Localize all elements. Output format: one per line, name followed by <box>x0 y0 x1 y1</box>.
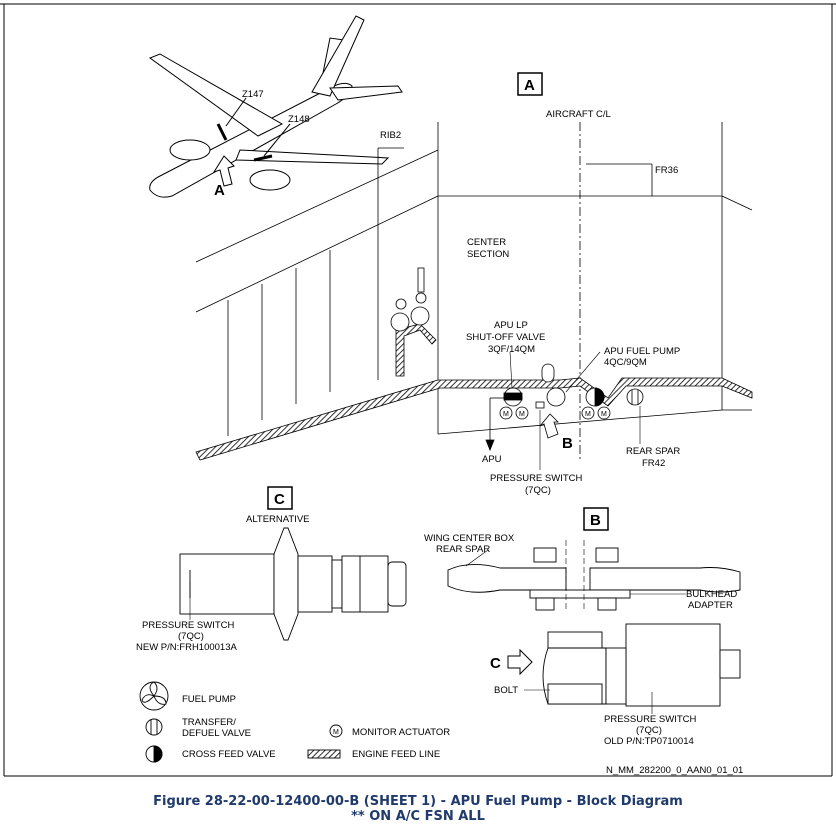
riser-pumps <box>390 267 430 332</box>
legend-monitor-m: M <box>333 729 339 736</box>
detail-b-leaders <box>465 540 686 714</box>
apu-fuel-pump-symbol <box>546 387 566 407</box>
bolt-label: BOLT <box>494 685 518 696</box>
legend-transfer-line1: TRANSFER/ <box>182 717 236 728</box>
alternative-label: ALTERNATIVE <box>246 514 310 525</box>
aircraft-overview <box>148 15 403 198</box>
legend-engine-feed-label: ENGINE FEED LINE <box>352 749 440 760</box>
figure-applicability: ** ON A/C FSN ALL <box>351 809 485 824</box>
b-callout-line2: (7QC) <box>636 725 662 736</box>
legend-transfer-symbol <box>145 718 163 736</box>
pressure-switch-symbol <box>535 401 545 409</box>
arrow-to-a <box>212 155 235 187</box>
bulkhead-line1: BULKHEAD <box>686 589 737 600</box>
apu-label: APU <box>482 454 502 465</box>
transfer-valve-symbol <box>626 388 644 406</box>
detail-a-box <box>517 72 543 96</box>
wing-center-line2: REAR SPAR <box>436 544 490 555</box>
left-wing <box>148 53 284 137</box>
b-callout-line1: PRESSURE SWITCH <box>604 714 697 725</box>
b-callout-line3: OLD P/N:TP0710014 <box>604 736 694 747</box>
engine-right <box>249 169 291 191</box>
fuselage <box>149 82 353 198</box>
engine-left <box>169 139 211 161</box>
monitor-m-1: M <box>503 411 509 418</box>
wing-center-line1: WING CENTER BOX <box>424 533 515 544</box>
apu-fuel-pump-line2: 4QC/9QM <box>604 357 647 368</box>
legend-monitor-symbol <box>329 724 343 738</box>
z148-leader <box>263 123 291 157</box>
detail-a-valves <box>485 363 644 452</box>
view-b-arrow <box>539 413 559 439</box>
monitor-actuators <box>499 406 611 420</box>
pressure-switch-a-line2: (7QC) <box>525 485 551 496</box>
apu-lp-line1: APU LP <box>494 320 528 331</box>
horizontal-stab <box>329 85 403 101</box>
legend-feed-line-symbol <box>307 749 341 759</box>
detail-a-box-label: A <box>524 77 535 94</box>
apu-lp-line3: 3QF/14QM <box>488 344 535 355</box>
c-callout-line3: NEW P/N:FRH100013A <box>136 642 238 653</box>
bulkhead-line2: ADAPTER <box>688 600 733 611</box>
feed-riser <box>395 323 437 377</box>
rear-spar-line2: FR42 <box>642 458 665 469</box>
legend-fuel-pump-label: FUEL PUMP <box>182 694 236 705</box>
c-callout-line2: (7QC) <box>178 631 204 642</box>
rear-spar-line1: REAR SPAR <box>626 446 680 457</box>
drawing-id: N_MM_282200_0_AAN0_01_01 <box>606 765 743 776</box>
z148-label: Z148 <box>288 114 310 125</box>
center-section-line1: CENTER <box>467 237 506 248</box>
pressure-switch-a-line1: PRESSURE SWITCH <box>490 473 583 484</box>
figure-caption: Figure 28-22-00-12400-00-B (SHEET 1) - A… <box>153 794 683 809</box>
legend <box>139 681 343 763</box>
new-pressure-switch <box>179 527 407 641</box>
monitor-m-2: M <box>519 411 525 418</box>
apu-lp-line2: SHUT-OFF VALVE <box>466 332 545 343</box>
c-callout-line1: PRESSURE SWITCH <box>142 620 235 631</box>
apu-fuel-pump-line1: APU FUEL PUMP <box>604 346 680 357</box>
monitor-m-3: M <box>585 411 591 418</box>
rib2-label: RIB2 <box>380 130 401 141</box>
view-c-arrow <box>507 648 533 676</box>
monitor-m-4: M <box>601 411 607 418</box>
vertical-fin <box>311 15 365 97</box>
view-a-arrow-label: A <box>214 182 225 199</box>
detail-b-box <box>583 507 609 531</box>
detail-c-box-label: C <box>274 491 285 508</box>
fr36-label: FR36 <box>655 165 678 176</box>
aircraft-cl-label: AIRCRAFT C/L <box>546 109 611 120</box>
right-wing <box>235 149 390 165</box>
z147-label: Z147 <box>242 89 264 100</box>
detail-b-drawing <box>447 547 741 707</box>
legend-monitor-label: MONITOR ACTUATOR <box>352 727 450 738</box>
zone-z148-mark <box>253 154 273 162</box>
legend-cross-feed-label: CROSS FEED VALVE <box>182 749 276 760</box>
center-section-line2: SECTION <box>467 249 509 260</box>
z147-leader <box>225 97 247 127</box>
detail-c-box <box>267 486 293 510</box>
legend-transfer-line2: DEFUEL VALVE <box>182 728 251 739</box>
detail-b-box-label: B <box>590 512 601 529</box>
detail-a-leaders <box>509 351 641 470</box>
view-c-arrow-label: C <box>490 655 501 672</box>
detail-b-arrow-label: B <box>562 435 573 452</box>
zone-z147-mark <box>216 123 228 141</box>
